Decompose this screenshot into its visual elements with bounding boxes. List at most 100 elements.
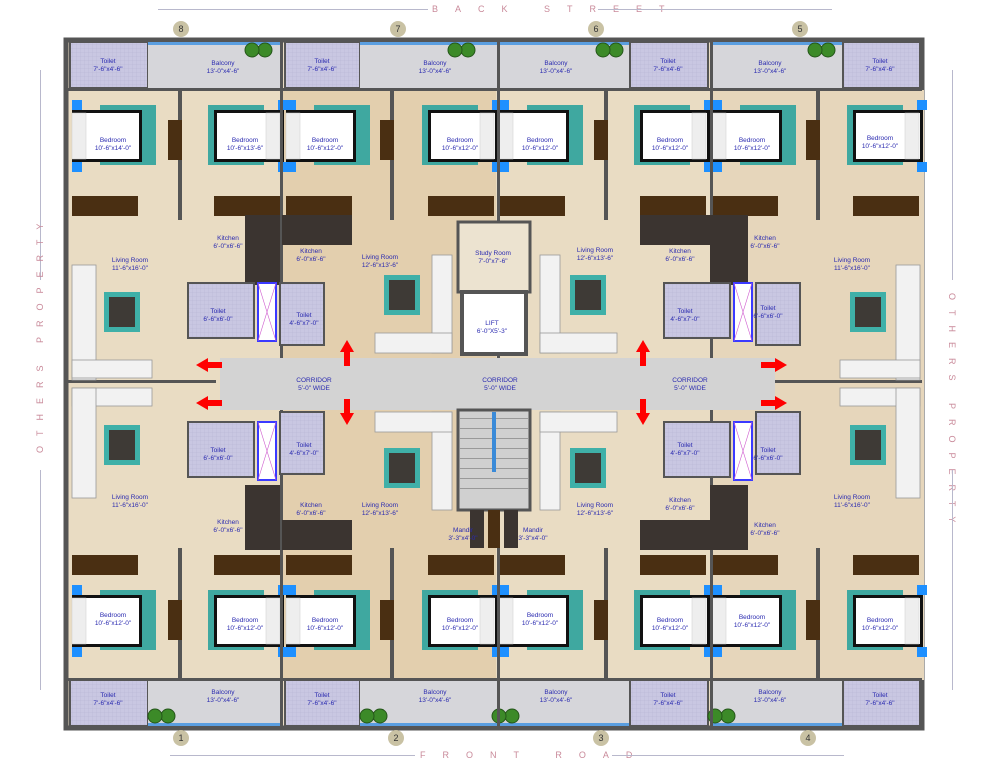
pillow	[904, 597, 920, 645]
room-dimensions: 6'-0"X5'-3"	[476, 328, 508, 335]
unit-number-7: 7	[390, 21, 406, 37]
dresser	[168, 120, 182, 160]
room-dimensions: 10'-6"x12'-0"	[306, 145, 344, 152]
room-dimensions: 7'-6"x4'-6"	[653, 66, 683, 73]
right-others-property-label: OTHERS PROPERTY	[947, 293, 957, 533]
coffee-table	[389, 280, 415, 310]
wardrobe	[214, 196, 280, 216]
coffee-table	[575, 280, 601, 310]
wardrobe	[712, 196, 778, 216]
front-road-line-left	[170, 755, 415, 756]
room-name: Living Room	[111, 257, 149, 264]
room-dimensions: 7'-0"x7'-6"	[478, 258, 508, 265]
room-dimensions: 5'-0" WIDE	[298, 385, 330, 392]
room-dimensions: 5'-0" WIDE	[484, 385, 516, 392]
wardrobe	[499, 555, 565, 575]
wardrobe	[640, 196, 706, 216]
kitchen-counter	[640, 215, 710, 245]
room-dimensions: 7'-6"x4'-6"	[93, 66, 123, 73]
room-name: Living Room	[361, 502, 399, 509]
room-dimensions: 13'-0"x4'-6"	[753, 68, 787, 75]
coffee-table	[109, 430, 135, 460]
back-street-line-right	[598, 9, 832, 10]
room-name: Kitchen	[300, 248, 322, 255]
room-dimensions: 11'-6"x16'-0"	[834, 265, 870, 272]
room-dimensions: 10'-6"x12'-0"	[521, 145, 559, 152]
room-dimensions: 6'-0"x6'-6"	[750, 530, 780, 537]
room-dimensions: 3'-3"x4'-0"	[448, 535, 478, 542]
pillow	[498, 597, 514, 645]
dresser	[594, 600, 608, 640]
room-name: Kitchen	[300, 502, 322, 509]
side-table	[499, 100, 509, 110]
room-name: Toilet	[760, 447, 776, 454]
exit-arrow-icon	[340, 399, 354, 425]
room-name: Bedroom	[656, 617, 684, 624]
exit-arrow-icon	[761, 396, 787, 410]
room-dimensions: 11'-6"x16'-0"	[834, 502, 870, 509]
side-table	[499, 162, 509, 172]
unit-number-4: 4	[800, 730, 816, 746]
room-name: Bedroom	[311, 617, 339, 624]
side-table	[72, 647, 82, 657]
room-dimensions: 6'-0"x6'-6"	[213, 243, 243, 250]
room-name: Mandir	[453, 527, 473, 534]
lift	[460, 290, 528, 356]
unit-number-1: 1	[173, 730, 189, 746]
room-name: Toilet	[100, 58, 116, 65]
room-dimensions: 6'-0"x6'-6"	[296, 256, 326, 263]
wardrobe	[499, 196, 565, 216]
side-table	[712, 100, 722, 110]
room-name: Bedroom	[738, 137, 766, 144]
plant-icon	[147, 708, 163, 724]
room-name: Toilet	[210, 308, 226, 315]
room-name: Bedroom	[866, 135, 894, 142]
kitchen-counter	[282, 215, 352, 245]
room-name: Study Room	[475, 250, 511, 257]
room-name: Balcony	[423, 60, 447, 67]
plant-icon	[807, 42, 823, 58]
exit-arrow-icon	[196, 358, 222, 372]
room-dimensions: 7'-6"x4'-6"	[865, 66, 895, 73]
plant-icon	[447, 42, 463, 58]
room-name: Mandir	[523, 527, 543, 534]
room-dimensions: 11'-6"x16'-0"	[112, 502, 148, 509]
room-name: Bedroom	[99, 612, 127, 619]
front-road-line-right	[612, 755, 844, 756]
room-name: Balcony	[544, 689, 568, 696]
plant-icon	[820, 42, 836, 58]
room-dimensions: 12'-6"x13'-6"	[576, 255, 614, 262]
side-table	[917, 647, 927, 657]
pillow	[711, 112, 727, 160]
side-table	[286, 100, 296, 110]
pillow	[711, 597, 727, 645]
room-name: Bedroom	[866, 617, 894, 624]
side-table	[704, 162, 714, 172]
pillow	[71, 112, 87, 160]
exit-arrow-icon	[636, 340, 650, 366]
sofa	[539, 411, 618, 433]
